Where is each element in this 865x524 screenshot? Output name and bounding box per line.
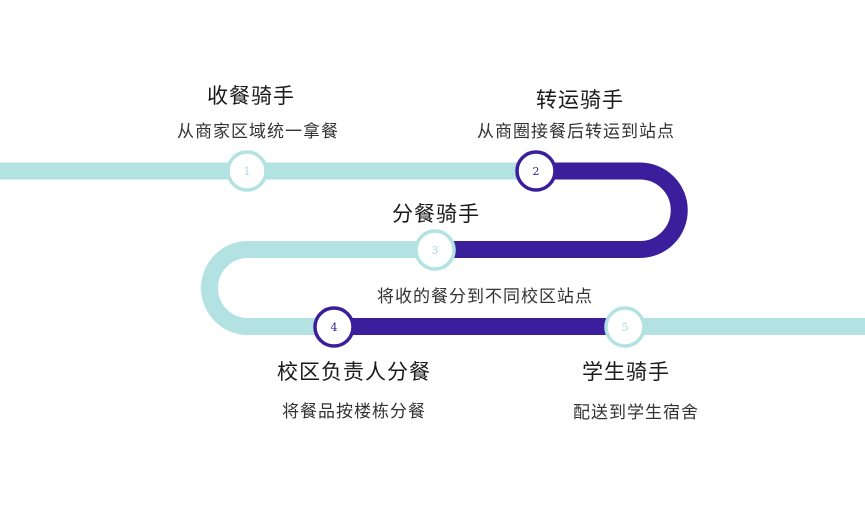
step-5-circle <box>604 306 646 348</box>
light-track-loop <box>201 241 865 335</box>
step-5-node: 5 <box>604 306 646 348</box>
step-3-node: 3 <box>414 229 456 271</box>
dark-track-segment-2-3 <box>435 162 688 258</box>
step-2-node: 2 <box>515 150 557 192</box>
step-4-number: 4 <box>331 321 338 334</box>
step-1-title: 收餐骑手 <box>207 84 295 108</box>
step-2-desc: 从商圈接餐后转运到站点 <box>477 122 675 142</box>
step-1-number: 1 <box>244 165 251 178</box>
step-1-node: 1 <box>226 150 268 192</box>
step-4-node: 4 <box>313 306 355 348</box>
step-5-title: 学生骑手 <box>582 360 670 384</box>
step-4-desc: 将餐品按楼栋分餐 <box>282 402 426 422</box>
step-3-title: 分餐骑手 <box>392 202 480 226</box>
step-4-circle <box>313 306 355 348</box>
step-2-number: 2 <box>533 165 540 178</box>
step-4-title: 校区负责人分餐 <box>277 360 431 384</box>
step-3-circle <box>414 229 456 271</box>
step-1-circle <box>226 150 268 192</box>
step-1-desc: 从商家区域统一拿餐 <box>177 122 339 142</box>
step-5-number: 5 <box>622 321 629 334</box>
step-3-number: 3 <box>432 244 439 257</box>
step-5-desc: 配送到学生宿舍 <box>573 403 699 423</box>
step-3-desc: 将收的餐分到不同校区站点 <box>377 287 593 307</box>
step-2-title: 转运骑手 <box>536 88 624 112</box>
step-2-circle <box>515 150 557 192</box>
